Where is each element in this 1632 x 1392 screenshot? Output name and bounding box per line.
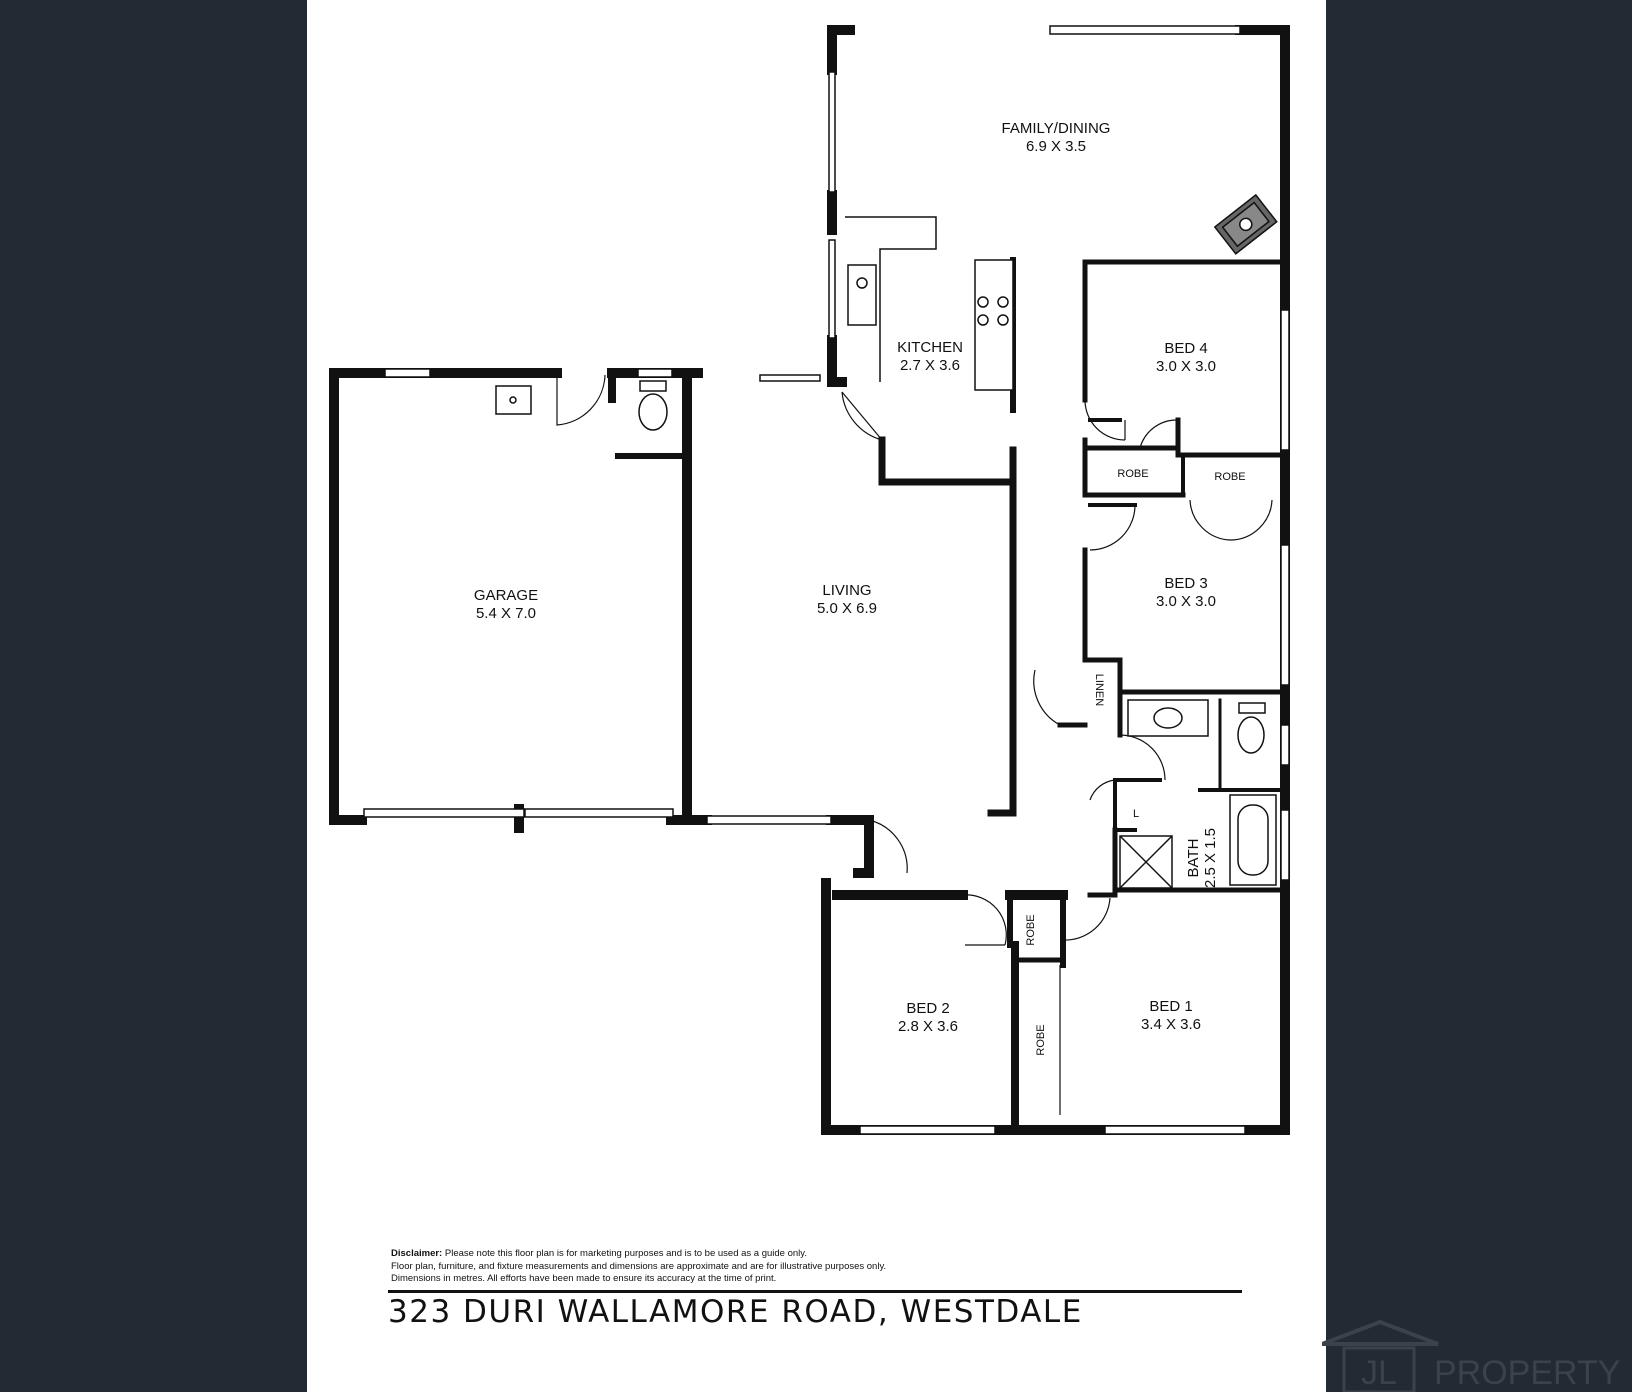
disclaimer: Disclaimer: Please note this floor plan … bbox=[391, 1248, 1211, 1286]
robe-label-bed4: ROBE bbox=[1117, 468, 1148, 480]
bed4-dims: 3.0 X 3.0 bbox=[1156, 358, 1216, 375]
toilet-icon bbox=[638, 393, 668, 431]
kitchen-name: KITCHEN bbox=[897, 339, 963, 356]
property-address: 323 DURI WALLAMORE ROAD, WESTDALE bbox=[388, 1294, 1083, 1330]
doors bbox=[556, 373, 1273, 1115]
logo-initials: JL bbox=[1361, 1354, 1397, 1392]
bathroom-toilet-icon bbox=[1237, 716, 1265, 754]
robe-label-hall: ROBE bbox=[1025, 914, 1037, 945]
fixtures bbox=[495, 193, 1278, 889]
fireplace-icon bbox=[1213, 193, 1278, 255]
garage-dims: 5.4 X 7.0 bbox=[476, 605, 536, 622]
disclaimer-line-3: Dimensions in metres. All efforts have b… bbox=[391, 1273, 777, 1284]
disclaimer-line-2: Floor plan, furniture, and fixture measu… bbox=[391, 1260, 887, 1272]
cooktop-icon bbox=[977, 296, 989, 308]
room-labels: FAMILY/DINING 6.9 X 3.5 KITCHEN 2.7 X 3.… bbox=[474, 120, 1246, 1056]
family-dining-dims: 6.9 X 3.5 bbox=[1026, 138, 1086, 155]
windows bbox=[363, 25, 1290, 1135]
robe-label-bed1: ROBE bbox=[1035, 1024, 1047, 1055]
bed1-name: BED 1 bbox=[1149, 998, 1192, 1015]
bed3-dims: 3.0 X 3.0 bbox=[1156, 593, 1216, 610]
address-divider bbox=[388, 1290, 1242, 1293]
bath-name: BATH bbox=[1185, 839, 1202, 878]
disclaimer-heading: Disclaimer: bbox=[391, 1248, 443, 1259]
disclaimer-line-1: Please note this floor plan is for marke… bbox=[444, 1248, 807, 1259]
bed3-name: BED 3 bbox=[1164, 575, 1207, 592]
living-dims: 5.0 X 6.9 bbox=[817, 600, 877, 617]
bed4-name: BED 4 bbox=[1164, 340, 1207, 357]
floor-plan-sheet bbox=[307, 0, 1326, 1392]
walls bbox=[329, 25, 1290, 1135]
bath-dims: 2.5 X 1.5 bbox=[1202, 828, 1219, 888]
garage-name: GARAGE bbox=[474, 587, 538, 604]
kitchen-sink-icon bbox=[847, 264, 877, 326]
logo-frame bbox=[1342, 1346, 1416, 1392]
family-dining-name: FAMILY/DINING bbox=[1002, 120, 1111, 137]
bed2-name: BED 2 bbox=[906, 1000, 949, 1017]
living-name: LIVING bbox=[822, 582, 871, 599]
kitchen-dims: 2.7 X 3.6 bbox=[900, 357, 960, 374]
roof-icon bbox=[1322, 1319, 1439, 1346]
logo-word: PROPERTY bbox=[1434, 1354, 1620, 1392]
robe-label-bed3: ROBE bbox=[1214, 471, 1245, 483]
laundry-label: L bbox=[1133, 808, 1139, 820]
bed2-dims: 2.8 X 3.6 bbox=[898, 1018, 958, 1035]
linen-label: LINEN bbox=[1093, 674, 1105, 706]
bed1-dims: 3.4 X 3.6 bbox=[1141, 1016, 1201, 1033]
agency-logo: JL PROPERTY bbox=[1322, 1319, 1620, 1392]
